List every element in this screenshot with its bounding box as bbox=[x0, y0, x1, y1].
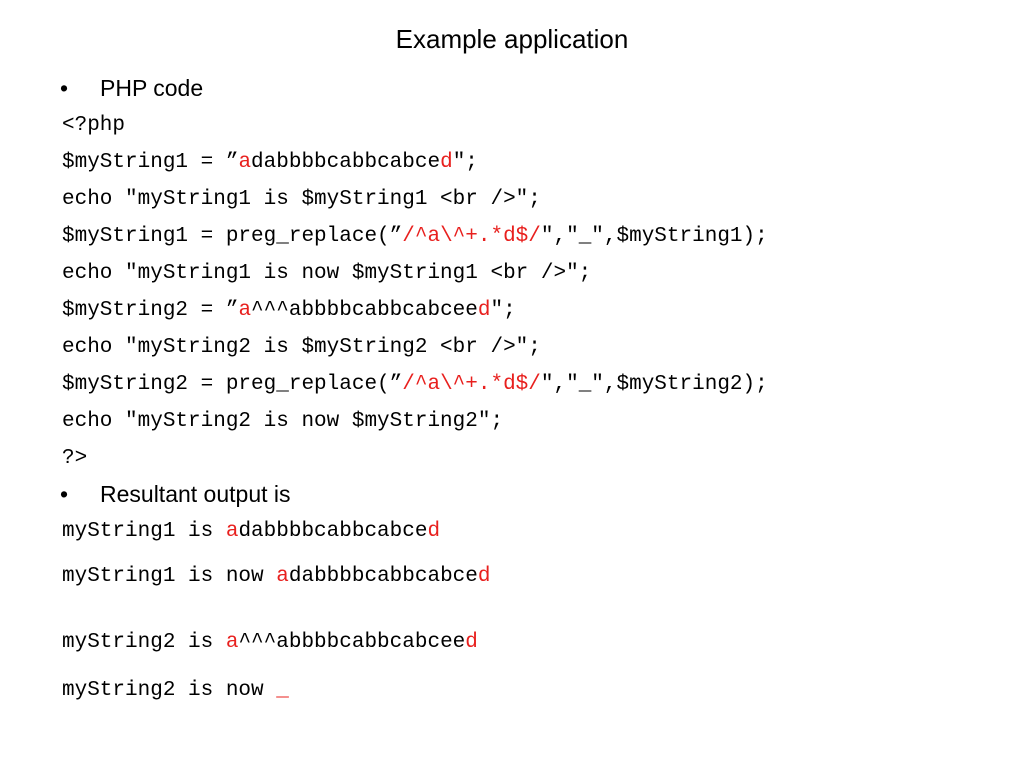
output-text: dabbbbcabbcabce bbox=[288, 565, 478, 588]
code-text: echo "myString1 is $myString1 <br />"; bbox=[62, 188, 541, 211]
slide-title: Example application bbox=[395, 24, 629, 54]
code-text: $myString2 = preg_replace(” bbox=[62, 373, 403, 396]
bullet-php-code: • PHP code bbox=[60, 73, 203, 103]
output-text: dabbbbcabbcabce bbox=[238, 520, 428, 543]
code-line-4: $myString1 = preg_replace(”/^a\^+.*d$/",… bbox=[62, 222, 768, 252]
code-text: echo "myString2 is $myString2 <br />"; bbox=[62, 336, 541, 359]
code-text: ^^^abbbbcabbcabcee bbox=[251, 299, 478, 322]
code-line-8: $myString2 = preg_replace(”/^a\^+.*d$/",… bbox=[62, 370, 768, 400]
output-highlight: a bbox=[225, 631, 239, 654]
output-text: ^^^abbbbcabbcabcee bbox=[238, 631, 466, 654]
code-highlight: /^a\^+.*d$/ bbox=[402, 225, 541, 248]
code-text: echo "myString1 is now $myString1 <br />… bbox=[62, 262, 592, 285]
code-highlight: a bbox=[238, 151, 252, 174]
code-highlight: a bbox=[238, 299, 252, 322]
code-line-5: echo "myString1 is now $myString1 <br />… bbox=[62, 259, 591, 289]
code-line-6: $myString2 = ”a^^^abbbbcabbcabceed"; bbox=[62, 296, 516, 326]
output-highlight: a bbox=[276, 565, 289, 588]
output-line-1: myString1 is adabbbbcabbcabced bbox=[62, 517, 440, 547]
code-highlight: /^a\^+.*d$/ bbox=[402, 373, 541, 396]
code-text: $myString1 = ” bbox=[62, 151, 239, 174]
output-text: myString1 is now bbox=[62, 565, 277, 588]
code-text: $myString1 = preg_replace(” bbox=[62, 225, 403, 248]
code-highlight: d bbox=[440, 151, 453, 174]
bullet-resultant-output: • Resultant output is bbox=[60, 479, 291, 509]
code-text: echo "myString2 is now $myString2"; bbox=[62, 410, 504, 433]
code-line-3: echo "myString1 is $myString1 <br />"; bbox=[62, 185, 541, 215]
code-text: $myString2 = ” bbox=[62, 299, 239, 322]
code-line-9: echo "myString2 is now $myString2"; bbox=[62, 407, 503, 437]
output-line-4: myString2 is now _ bbox=[62, 676, 289, 706]
output-highlight: _ bbox=[276, 679, 289, 702]
code-line-1: <?php bbox=[62, 111, 125, 141]
bullet-dot: • bbox=[60, 481, 69, 507]
code-text: dabbbbcabbcabce bbox=[251, 151, 441, 174]
output-line-3: myString2 is a^^^abbbbcabbcabceed bbox=[62, 628, 478, 658]
code-text: ","_",$myString2); bbox=[540, 373, 768, 396]
output-text: myString2 is bbox=[62, 631, 226, 654]
output-highlight: d bbox=[427, 520, 441, 543]
code-text: "; bbox=[452, 151, 478, 174]
output-highlight: a bbox=[225, 520, 239, 543]
code-line-7: echo "myString2 is $myString2 <br />"; bbox=[62, 333, 541, 363]
output-text: myString1 is bbox=[62, 520, 226, 543]
output-highlight: d bbox=[465, 631, 478, 654]
output-line-2: myString1 is now adabbbbcabbcabced bbox=[62, 562, 491, 592]
bullet-dot: • bbox=[60, 75, 69, 101]
bullet-text: Resultant output is bbox=[100, 481, 291, 507]
code-text: <?php bbox=[62, 114, 126, 137]
code-highlight: d bbox=[477, 299, 491, 322]
code-line-2: $myString1 = ”adabbbbcabbcabced"; bbox=[62, 148, 478, 178]
code-text: ?> bbox=[62, 447, 88, 470]
output-text: myString2 is now bbox=[62, 679, 277, 702]
output-highlight: d bbox=[477, 565, 491, 588]
code-text: ","_",$myString1); bbox=[540, 225, 768, 248]
code-line-10: ?> bbox=[62, 444, 87, 474]
bullet-text: PHP code bbox=[100, 75, 204, 101]
code-text: "; bbox=[490, 299, 516, 322]
